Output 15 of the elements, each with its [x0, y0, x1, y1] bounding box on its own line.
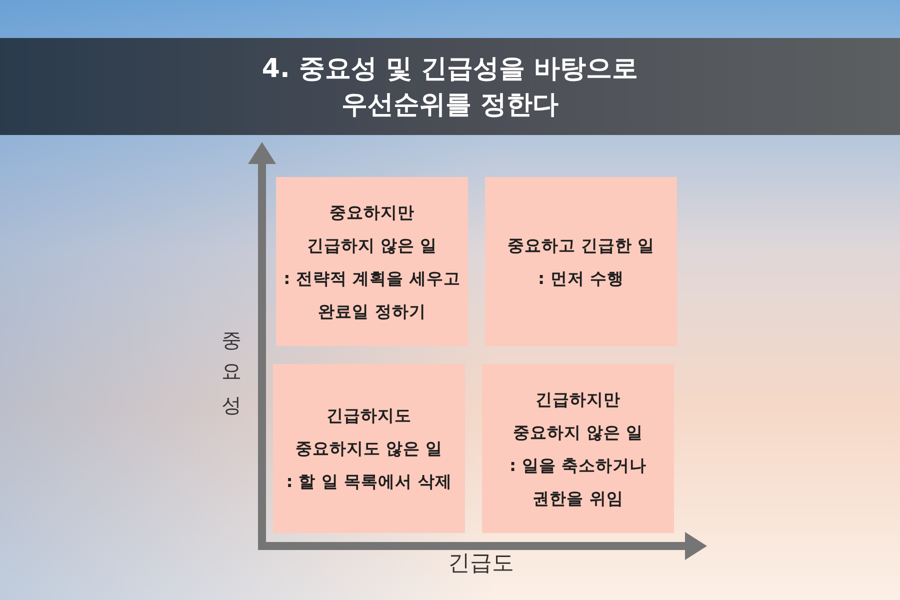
axis-label: 긴급도	[448, 553, 514, 575]
quadrant-box	[276, 177, 468, 346]
quadrant-heading: 긴급하지만 중요하지 않은 일	[512, 388, 644, 444]
quadrant-heading: 긴급하지도 중요하지도 않은 일	[294, 405, 444, 460]
quadrant-action: : 전략적 계획을 세우고 완료일 정하기	[282, 268, 462, 322]
axis-label: 중요성	[222, 318, 242, 414]
quadrant-action: : 일을 축소하거나 권한을 위임	[508, 454, 648, 510]
quadrant-heading: 중요하고 긴급한 일	[507, 234, 655, 256]
title: 4. 중요성 및 긴급성을 바탕으로 우선순위를 정한다	[260, 52, 640, 122]
quadrant-box	[273, 364, 465, 533]
quadrant-action: : 먼저 수행	[538, 268, 624, 290]
quadrant-action: : 할 일 목록에서 삭제	[286, 471, 452, 493]
quadrant-box	[485, 177, 677, 346]
quadrant-heading: 중요하지만 긴급하지 않은 일	[306, 202, 438, 256]
quadrant-box	[482, 364, 674, 533]
